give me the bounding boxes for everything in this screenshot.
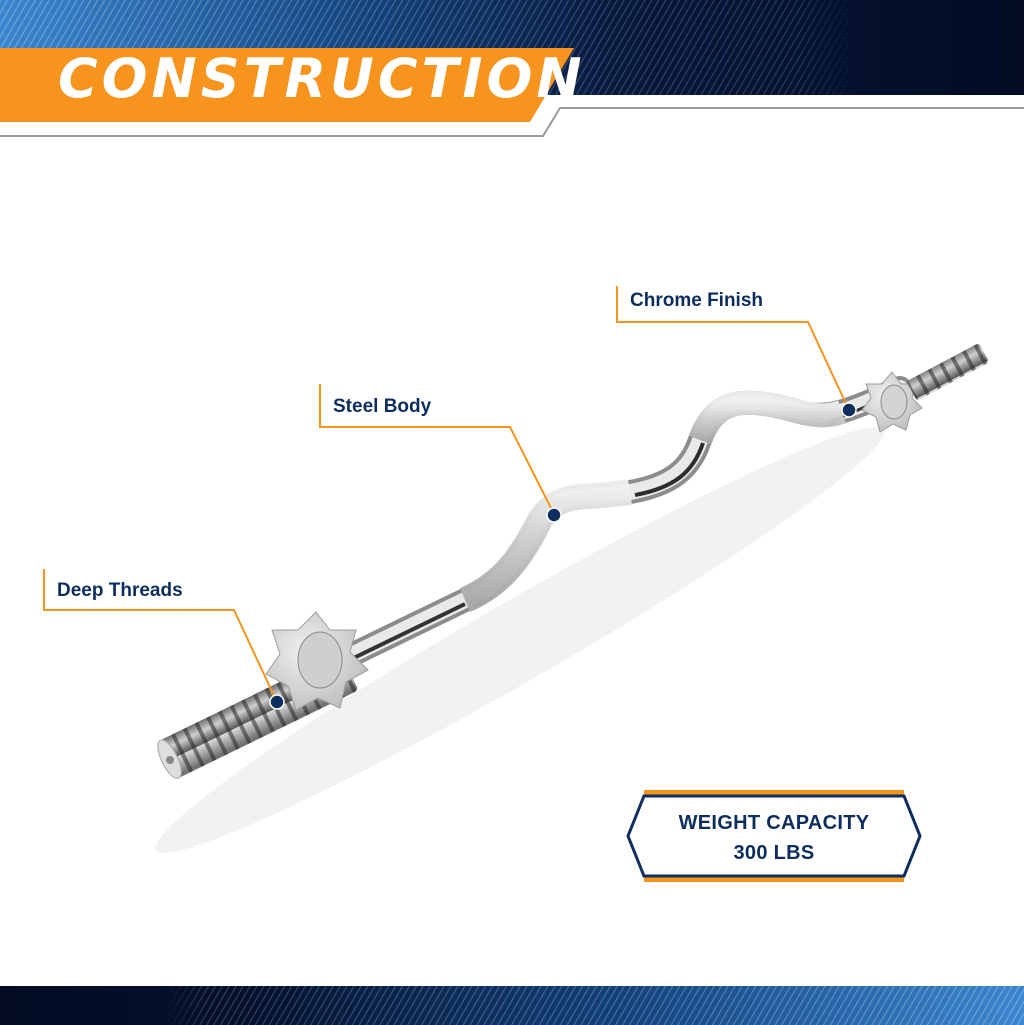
steel-body-dot — [546, 507, 562, 523]
deep-threads-dot — [269, 694, 285, 710]
header-banner: CONSTRUCTION — [0, 0, 1024, 150]
weight-capacity-badge: WEIGHT CAPACITY 300 LBS — [624, 788, 924, 884]
chrome-finish-dot — [841, 402, 857, 418]
page-title: CONSTRUCTION — [58, 47, 586, 110]
callout-steel-body: Steel Body — [333, 396, 432, 417]
header-graphic — [0, 0, 1024, 137]
badge-frame — [626, 790, 922, 882]
capacity-label: WEIGHT CAPACITY — [678, 812, 870, 834]
footer-bar — [0, 986, 1024, 1025]
callout-lines — [43, 286, 849, 701]
callout-deep-threads: Deep Threads — [57, 580, 183, 601]
callout-chrome-finish: Chrome Finish — [630, 290, 764, 311]
capacity-value: 300 LBS — [733, 842, 815, 864]
